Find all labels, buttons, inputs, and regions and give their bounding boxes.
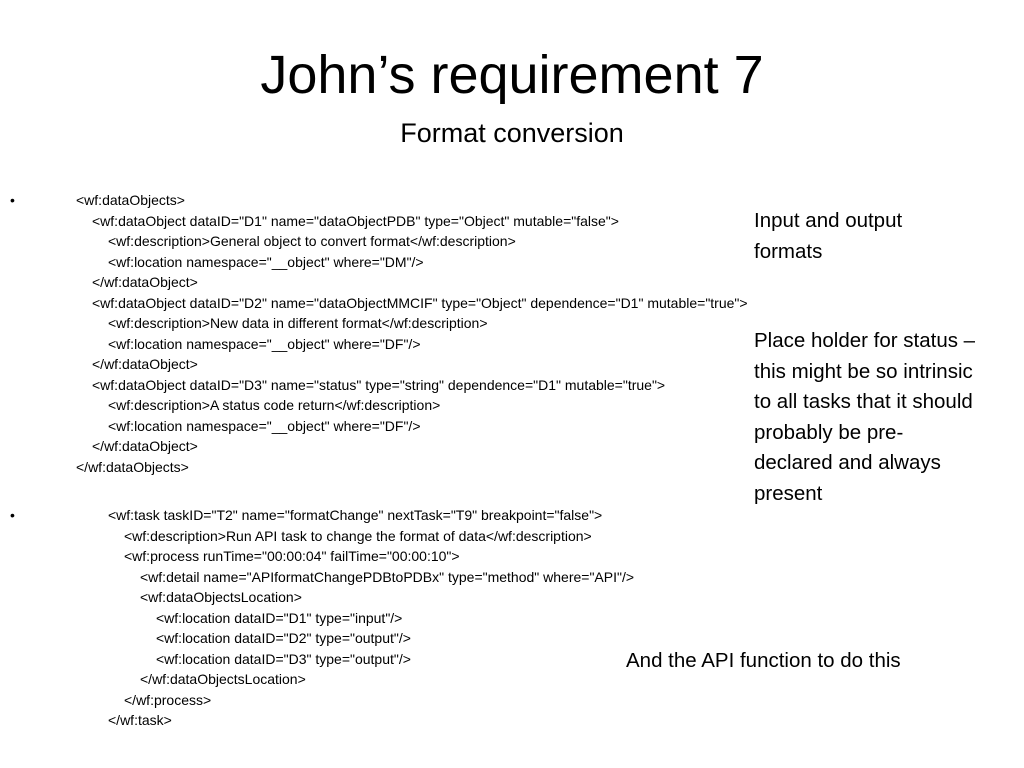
code-line: <wf:dataObject dataID="D1" name="dataObj… [92, 212, 619, 229]
code-line: </wf:dataObject> [92, 356, 198, 372]
code-line: </wf:task> [108, 712, 172, 728]
code-line: <wf:detail name="APIformatChangePDBtoPDB… [140, 568, 635, 585]
code-line: <wf:location namespace="__object" where=… [108, 417, 421, 434]
xml-code-block-task: <wf:task taskID="T2" name="formatChange"… [108, 505, 634, 731]
note-api-function: And the API function to do this [626, 649, 901, 672]
code-line: </wf:dataObjectsLocation> [140, 671, 306, 687]
code-line: <wf:location namespace="__object" where=… [108, 335, 421, 352]
code-line: <wf:description>Run API task to change t… [124, 527, 592, 544]
code-line: <wf:location dataID="D3" type="output"/> [156, 650, 411, 667]
code-line: <wf:dataObject dataID="D3" name="status"… [92, 376, 666, 393]
code-line: <wf:dataObjectsLocation> [140, 589, 302, 605]
bullet-marker: • [10, 192, 15, 208]
code-line: </wf:process> [124, 691, 212, 708]
code-line: <wf:description>A status code return</wf… [108, 397, 441, 413]
note-io-formats: Input and output formats [754, 209, 903, 263]
code-line: <wf:location namespace="__object" where=… [108, 253, 424, 270]
code-line: <wf:task taskID="T2" name="formatChange"… [108, 507, 603, 523]
code-line: <wf:location dataID="D1" type="input"/> [156, 609, 403, 626]
code-line: <wf:process runTime="00:00:04" failTime=… [124, 548, 460, 564]
slide-subtitle: Format conversion [400, 118, 624, 148]
code-line: </wf:dataObject> [92, 438, 198, 454]
code-line: <wf:dataObject dataID="D2" name="dataObj… [92, 294, 748, 311]
code-line: <wf:dataObjects> [76, 192, 185, 208]
code-line: </wf:dataObjects> [76, 458, 189, 475]
slide-title: John’s requirement 7 [260, 45, 764, 105]
note-status-placeholder: Place holder for status – this might be … [754, 329, 976, 505]
code-line: <wf:description>General object to conver… [108, 233, 516, 249]
code-line: <wf:description>New data in different fo… [108, 315, 488, 331]
bullet-marker: • [10, 507, 15, 523]
code-line: </wf:dataObject> [92, 274, 198, 290]
code-line: <wf:location dataID="D2" type="output"/> [156, 630, 411, 646]
xml-code-block-data-objects: <wf:dataObjects> <wf:dataObject dataID="… [76, 190, 748, 477]
